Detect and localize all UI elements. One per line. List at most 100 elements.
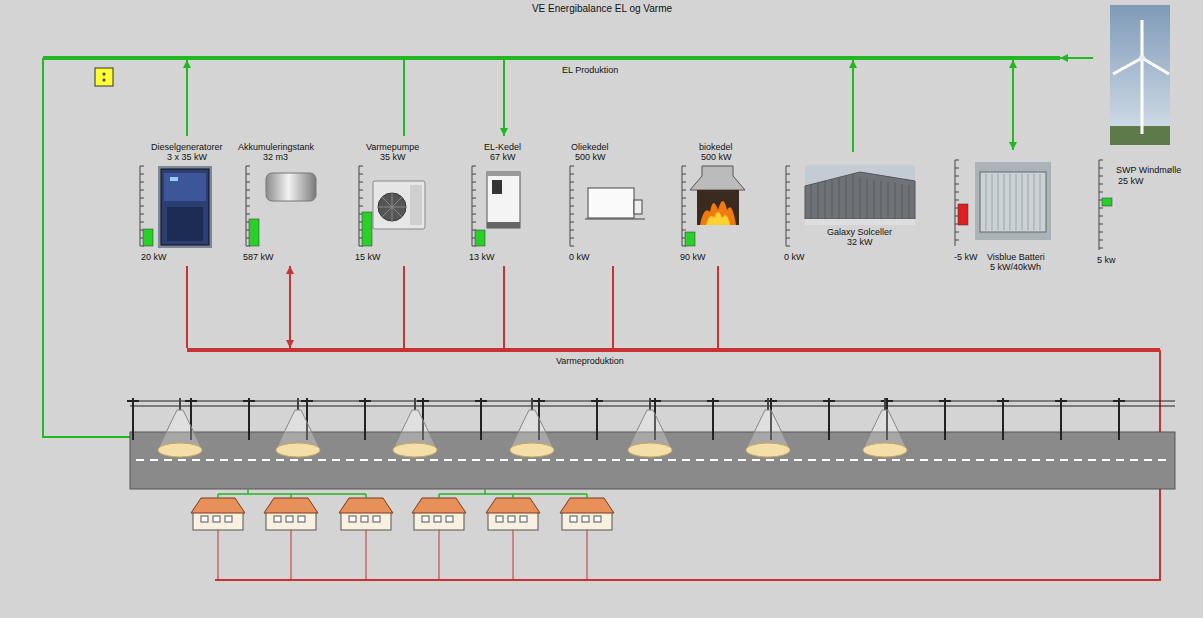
pole-arm: [359, 400, 371, 402]
bus-label: Varmeproduktion: [556, 356, 624, 367]
pole-arm: [533, 400, 545, 402]
reading: 0 kW: [569, 252, 590, 263]
solar-panel-line: [853, 174, 854, 219]
gauge-tick: [570, 230, 574, 231]
battery-rib: [1022, 174, 1023, 230]
solar-wall: [805, 219, 915, 225]
gauge-bar: [685, 232, 695, 246]
component: Varmepumpe35 kW15 kW: [350, 136, 432, 266]
gauge-tick: [246, 166, 250, 167]
tank-symbol: [266, 173, 316, 201]
eboiler-screen: [492, 180, 502, 194]
gauge-tick: [786, 174, 790, 175]
eboiler-top: [487, 172, 520, 176]
flow-connector: [503, 266, 505, 348]
battery-rib: [1010, 174, 1011, 230]
component-name: EL-Kedel: [484, 142, 521, 153]
gauge-tick: [682, 214, 686, 215]
house-wall: [193, 512, 243, 530]
house-window: [446, 516, 453, 522]
gauge-tick: [786, 206, 790, 207]
house-roof: [486, 498, 540, 513]
eboiler-body: [487, 172, 520, 228]
gauge-tick: [246, 182, 250, 183]
lamp-arm: [649, 398, 651, 410]
generator-light: [170, 177, 178, 181]
pole-arm: [939, 400, 951, 402]
gauge-tick: [472, 182, 476, 183]
lamp-arm: [531, 398, 533, 410]
gauge-bar: [475, 230, 485, 246]
solar-photo: [805, 165, 915, 225]
heatpump-fan: [378, 193, 406, 221]
house-window: [422, 516, 429, 522]
reading: 587 kW: [243, 252, 274, 263]
house-heat-pipe: [366, 530, 367, 580]
house-wall: [562, 512, 612, 530]
lamp-arm: [414, 398, 416, 410]
gauge-tick: [359, 190, 363, 191]
house-roof: [191, 498, 245, 513]
gauge-tick: [570, 198, 574, 199]
gauge-tick: [472, 174, 476, 175]
rating: 3 x 35 kW: [167, 152, 207, 163]
gauge-tick: [472, 190, 476, 191]
gauge-tick: [682, 182, 686, 183]
gauge-tick: [955, 232, 959, 233]
bus-line: EL Produktion: [43, 56, 1060, 60]
gauge-tick: [786, 214, 790, 215]
gauge-tick: [359, 198, 363, 199]
solar-panel-line: [860, 177, 861, 219]
gauge-tick: [786, 166, 790, 167]
gauge-tick: [570, 238, 574, 239]
solar-panel-line: [874, 179, 875, 219]
title: VE Energibalance EL og Varme: [229, 3, 975, 15]
rating: 32 kW: [847, 237, 873, 248]
pole: [828, 398, 830, 440]
component-name: Galaxy Solceller: [827, 227, 892, 238]
gauge-tick: [472, 206, 476, 207]
gauge-tick: [140, 190, 144, 191]
windmill-ground: [1110, 126, 1170, 145]
gauge-tick: [786, 198, 790, 199]
gauge-tick: [682, 190, 686, 191]
pole-arm: [243, 400, 255, 402]
gauge-tick: [140, 174, 144, 175]
battery-rib: [1004, 174, 1005, 230]
oilboiler-body: [588, 188, 634, 218]
pole-arm: [301, 400, 313, 402]
gauge-tick: [786, 246, 790, 247]
gauge-tick: [1099, 240, 1103, 241]
flow-connector: [1012, 60, 1014, 150]
solar-panel-line: [909, 185, 910, 219]
flow-connector: [403, 60, 405, 136]
pole-arm: [417, 400, 429, 402]
battery-photo: [975, 162, 1051, 240]
pole: [132, 398, 134, 440]
windmill-hub: [1139, 55, 1145, 61]
generator-panel: [164, 173, 206, 201]
component-name: Dieselgeneratorer: [151, 142, 223, 153]
gauge-tick: [140, 206, 144, 207]
house-heat-pipe: [513, 530, 514, 580]
gauge-tick: [140, 214, 144, 215]
battery-rib: [1016, 174, 1017, 230]
gauge-tick: [682, 230, 686, 231]
gauge-tick: [682, 174, 686, 175]
gauge-tick: [359, 174, 363, 175]
lamp-light: [510, 443, 554, 457]
gauge-tick: [472, 222, 476, 223]
gauge-tick: [955, 176, 959, 177]
solar-panel-line: [867, 178, 868, 219]
bus-label: EL Produktion: [562, 65, 618, 76]
component: biokedel500 kW90 kW: [674, 136, 748, 266]
solar-roof: [805, 172, 915, 219]
house-power-wire: [218, 489, 366, 498]
gauge-tick: [140, 198, 144, 199]
rating: 32 m3: [263, 152, 288, 163]
solar-panel-line: [818, 183, 819, 219]
solar-panel-line: [811, 185, 812, 220]
reading: 5 kw: [1097, 255, 1116, 266]
gauge-tick: [682, 198, 686, 199]
gauge-tick: [1099, 168, 1103, 169]
